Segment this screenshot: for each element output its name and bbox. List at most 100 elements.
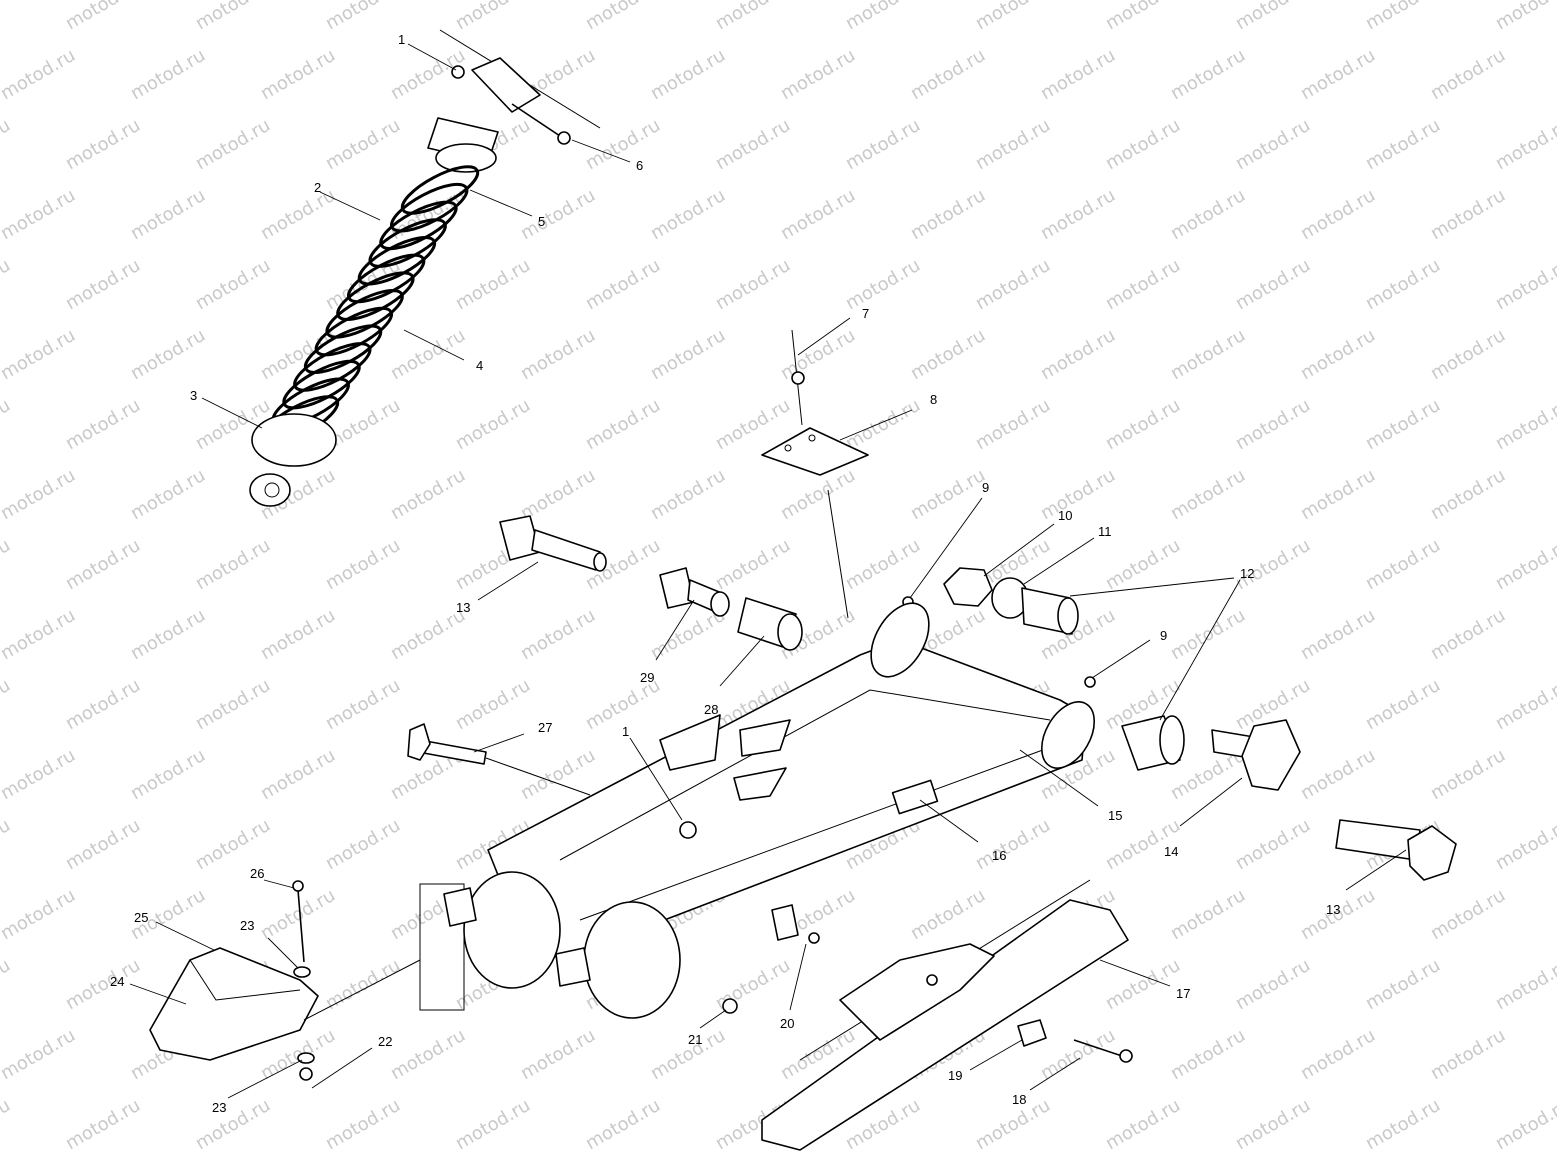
watermark-text: motod.ru: [1167, 185, 1249, 244]
bolt-axis-line: [485, 757, 591, 796]
watermark-text: motod.ru: [0, 255, 14, 314]
watermark-text: motod.ru: [192, 1095, 274, 1154]
callout-17: 17: [1176, 986, 1190, 1001]
watermark-text: motod.ru: [1362, 675, 1444, 734]
watermark-text: motod.ru: [842, 395, 924, 454]
shock-clamp-ring-left: [463, 871, 561, 989]
callout-8: 8: [930, 392, 937, 407]
watermark-text: motod.ru: [257, 185, 339, 244]
decal: [891, 779, 939, 815]
pivot-plate: [761, 427, 869, 476]
bolt-head-icon: [557, 131, 571, 145]
bushing-end: [1057, 597, 1079, 635]
bolt-tip: [593, 552, 607, 572]
lightening-hole: [739, 719, 791, 757]
shock-clamp-ring-right: [583, 901, 681, 1019]
watermark-text: motod.ru: [1297, 185, 1379, 244]
watermark-text: motod.ru: [322, 815, 404, 874]
watermark-text: motod.ru: [647, 185, 729, 244]
watermark-text: motod.ru: [1232, 1095, 1314, 1154]
watermark-text: motod.ru: [1037, 325, 1119, 384]
watermark-text: motod.ru: [1037, 45, 1119, 104]
watermark-text: motod.ru: [0, 465, 79, 524]
watermark-text: motod.ru: [647, 325, 729, 384]
watermark-text: motod.ru: [907, 885, 989, 944]
bushing-end: [1159, 715, 1185, 765]
watermark-text: motod.ru: [517, 325, 599, 384]
watermark-text: motod.ru: [1427, 605, 1509, 664]
bolt-shank: [531, 529, 601, 571]
watermark-text: motod.ru: [1427, 885, 1509, 944]
watermark-text: motod.ru: [1232, 0, 1314, 34]
watermark-text: motod.ru: [712, 115, 794, 174]
watermark-text: motod.ru: [777, 185, 859, 244]
watermark-text: motod.ru: [582, 395, 664, 454]
callout-14: 14: [1164, 844, 1178, 859]
watermark-text: motod.ru: [1102, 395, 1184, 454]
bracket-bolt: [297, 889, 305, 963]
callout-23-upper: 23: [240, 918, 254, 933]
shock-absorber-assembly: [249, 29, 601, 507]
watermark-text: motod.ru: [712, 255, 794, 314]
arm-edge-line: [579, 739, 1071, 921]
lightening-hole: [733, 767, 787, 801]
bolt-head-icon: [1119, 1049, 1133, 1063]
shock-lower-cup: [251, 413, 337, 467]
watermark-text: motod.ru: [517, 1025, 599, 1084]
callout-7: 7: [862, 306, 869, 321]
nut-icon: [679, 821, 697, 839]
watermark-text: motod.ru: [322, 115, 404, 174]
watermark-text: motod.ru: [1492, 815, 1557, 874]
watermark-text: motod.ru: [1492, 0, 1557, 34]
watermark-text: motod.ru: [1427, 185, 1509, 244]
washer-icon: [808, 932, 820, 944]
callout-18: 18: [1012, 1092, 1026, 1107]
callout-24: 24: [110, 974, 124, 989]
watermark-text: motod.ru: [0, 45, 79, 104]
bolt-hex-head: [1407, 825, 1457, 881]
watermark-text: motod.ru: [907, 325, 989, 384]
watermark-text: motod.ru: [0, 605, 79, 664]
watermark-text: motod.ru: [0, 955, 14, 1014]
watermark-text: motod.ru: [1492, 115, 1557, 174]
watermark-text: motod.ru: [127, 185, 209, 244]
pivot-tube-right: [1040, 701, 1096, 769]
watermark-text: motod.ru: [127, 325, 209, 384]
watermark-text: motod.ru: [1232, 955, 1314, 1014]
callout-23-lower: 23: [212, 1100, 226, 1115]
washer-icon: [293, 966, 311, 978]
watermark-text: motod.ru: [0, 185, 79, 244]
watermark-text: motod.ru: [322, 0, 404, 34]
callout-20: 20: [780, 1016, 794, 1031]
watermark-text: motod.ru: [712, 0, 794, 34]
rear-rail-assembly: [722, 879, 1133, 1151]
watermark-text: motod.ru: [322, 955, 404, 1014]
watermark-text: motod.ru: [387, 1025, 469, 1084]
watermark-text: motod.ru: [1492, 535, 1557, 594]
watermark-text: motod.ru: [0, 1095, 14, 1154]
watermark-text: motod.ru: [1102, 1095, 1184, 1154]
watermark-text: motod.ru: [1037, 465, 1119, 524]
watermark-text: motod.ru: [1362, 255, 1444, 314]
watermark-text: motod.ru: [972, 115, 1054, 174]
arm-edge-line: [559, 689, 1051, 861]
shock-top-eye: [435, 143, 497, 173]
watermark-text: motod.ru: [1102, 255, 1184, 314]
watermark-text: motod.ru: [322, 675, 404, 734]
watermark-text: motod.ru: [1297, 1025, 1379, 1084]
watermark-text: motod.ru: [1427, 465, 1509, 524]
stop-bracket: [771, 904, 799, 941]
watermark-text: motod.ru: [517, 745, 599, 804]
watermark-text: motod.ru: [257, 605, 339, 664]
nut-icon: [299, 1067, 313, 1081]
watermark-text: motod.ru: [127, 605, 209, 664]
callout-11: 11: [1098, 524, 1112, 539]
watermark-text: motod.ru: [0, 395, 14, 454]
watermark-text: motod.ru: [1037, 1025, 1119, 1084]
callout-10: 10: [1058, 508, 1072, 523]
watermark-text: motod.ru: [582, 255, 664, 314]
callout-3: 3: [190, 388, 197, 403]
watermark-text: motod.ru: [127, 465, 209, 524]
pivot-hardware: [499, 515, 1457, 881]
plate-hole: [784, 444, 792, 452]
